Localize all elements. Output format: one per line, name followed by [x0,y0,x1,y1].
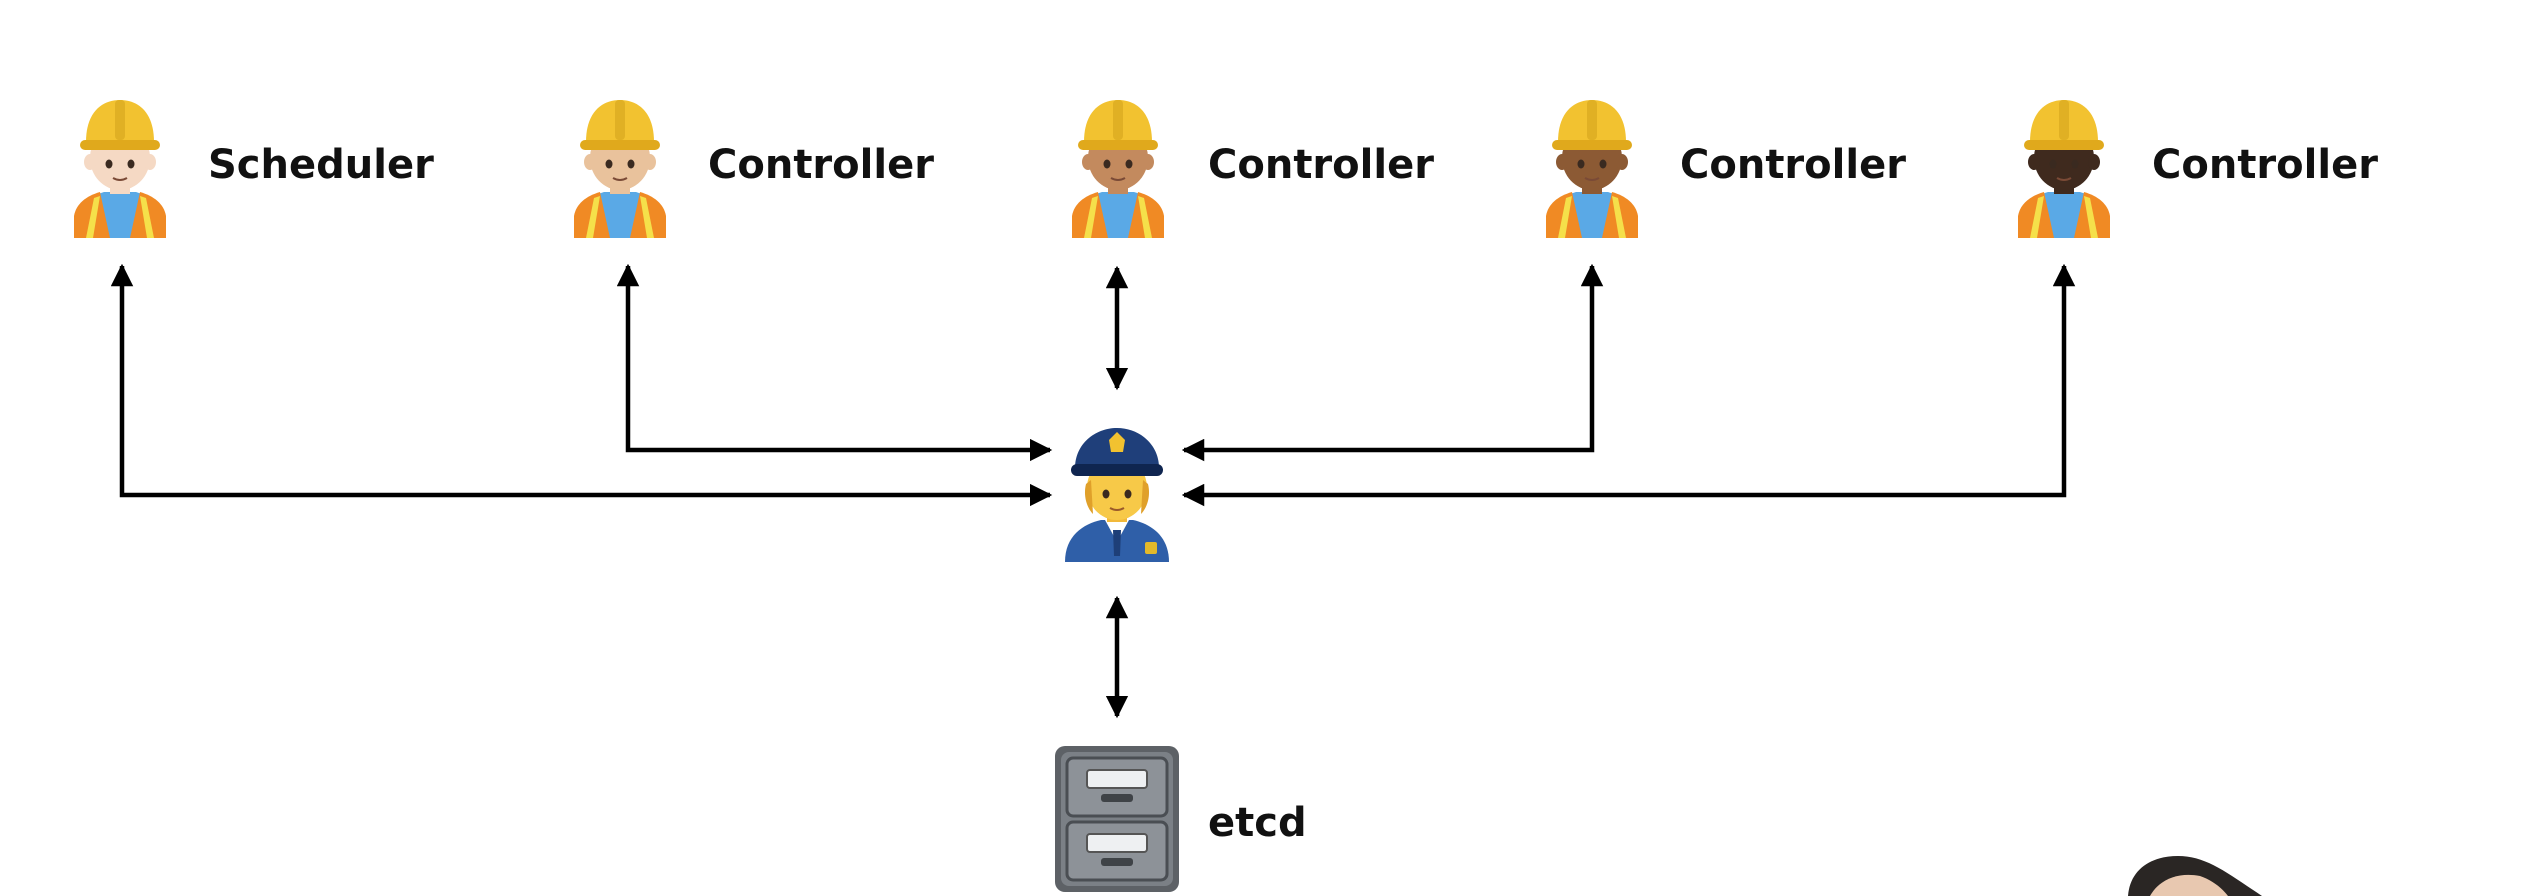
construction-worker-icon [1071,99,1165,239]
edge-controller-4-api-server [1181,263,2076,507]
edge-scheduler-api-server [110,263,1053,507]
node-label-controller-3: Controller [1680,142,1906,188]
presenter-avatar [2128,856,2262,896]
node-controller-3: Controller [1545,99,1906,239]
file-cabinet-icon [1055,746,1179,892]
node-label-controller-2: Controller [1208,142,1434,188]
edge-controller-1-api-server [616,263,1053,462]
node-controller-1: Controller [573,99,934,239]
node-scheduler: Scheduler [73,99,434,239]
node-etcd: etcd [1055,746,1307,892]
construction-worker-icon [573,99,667,239]
construction-worker-icon [1545,99,1639,239]
node-label-controller-1: Controller [708,142,934,188]
node-label-scheduler: Scheduler [208,142,434,188]
node-label-controller-4: Controller [2152,142,2378,188]
construction-worker-icon [2017,99,2111,239]
construction-worker-icon [73,99,167,239]
node-controller-4: Controller [2017,99,2378,239]
node-controller-2: Controller [1071,99,1434,239]
police-officer-icon [1065,428,1169,562]
node-label-etcd: etcd [1208,800,1307,846]
edge-controller-3-api-server [1181,263,1604,462]
node-api-server [1065,428,1169,562]
